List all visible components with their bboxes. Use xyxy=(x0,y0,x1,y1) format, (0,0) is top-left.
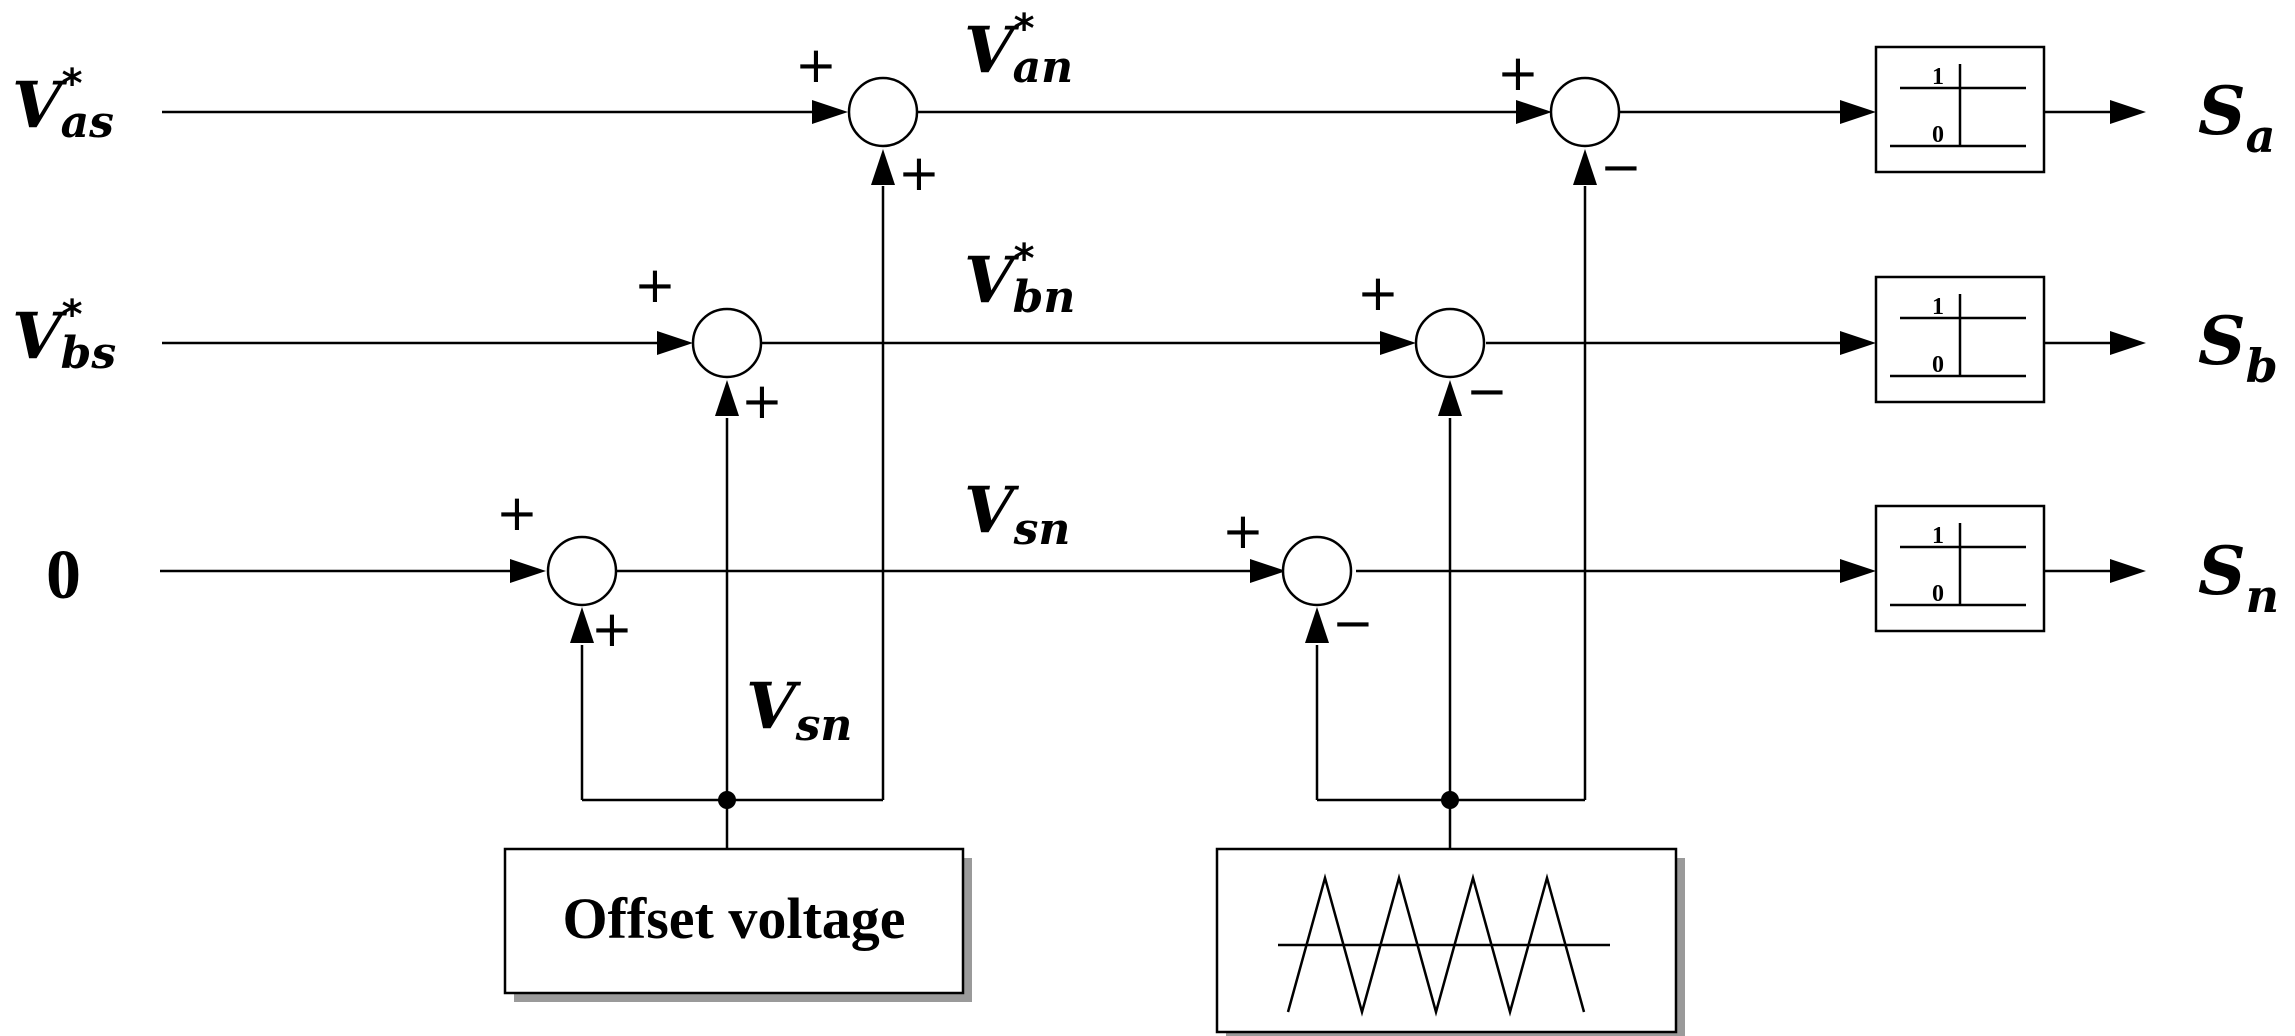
sign-plus: + xyxy=(741,372,783,430)
arrow-head xyxy=(1840,331,1876,355)
arrow-head xyxy=(1573,149,1597,185)
sign-minus: − xyxy=(1466,362,1508,420)
summing-junction-a xyxy=(847,76,919,148)
arrow-head xyxy=(812,100,848,124)
summing-junction-b xyxy=(691,307,763,379)
comparator-junction-a xyxy=(1549,76,1621,148)
sign-plus: + xyxy=(898,144,940,202)
sign-plus: + xyxy=(1222,502,1264,560)
arrow-head xyxy=(2110,559,2146,583)
junction-dot xyxy=(718,791,736,809)
arrow-head xyxy=(657,331,693,355)
relay-block-a: 1 0 xyxy=(1874,45,2046,174)
sign-plus: + xyxy=(1497,44,1539,102)
output-label-sn: Sn xyxy=(2198,532,2279,623)
carrier-block xyxy=(1215,847,1685,1036)
sign-plus: + xyxy=(795,36,837,94)
relay-block-n: 1 0 xyxy=(1874,504,2046,633)
signal-label-vsn-vertical: Vsn xyxy=(746,669,852,751)
relay-high-label: 1 xyxy=(1932,294,1944,320)
sign-plus: + xyxy=(496,484,538,542)
signal-label-vbn: V*bn xyxy=(964,236,1075,323)
arrow-head xyxy=(1380,331,1416,355)
comparator-junction-n xyxy=(1281,535,1353,607)
sign-minus: − xyxy=(1332,594,1374,652)
relay-low-label: 0 xyxy=(1932,581,1944,607)
input-label-vbs: V*bs xyxy=(12,292,116,379)
output-label-sb: Sb xyxy=(2198,302,2278,393)
sign-plus: + xyxy=(1357,264,1399,322)
arrow-head xyxy=(570,607,594,643)
comparator-junction-b xyxy=(1414,307,1486,379)
signal-label-van: V*an xyxy=(964,6,1073,93)
relay-high-label: 1 xyxy=(1932,64,1944,90)
relay-low-label: 0 xyxy=(1932,122,1944,148)
junction-dot xyxy=(1441,791,1459,809)
sign-plus: + xyxy=(591,600,633,658)
relay-low-label: 0 xyxy=(1932,352,1944,378)
relay-high-label: 1 xyxy=(1932,523,1944,549)
output-label-sa: Sa xyxy=(2198,72,2275,163)
offset-voltage-block: Offset voltage xyxy=(503,847,972,1002)
arrow-head xyxy=(1840,559,1876,583)
arrow-head xyxy=(871,149,895,185)
arrow-head xyxy=(510,559,546,583)
summing-junction-n xyxy=(546,535,618,607)
arrow-head xyxy=(2110,100,2146,124)
arrow-head xyxy=(1840,100,1876,124)
input-label-vas: V*as xyxy=(12,61,114,148)
arrow-head xyxy=(1438,380,1462,416)
signal-label-vsn: Vsn xyxy=(964,473,1070,555)
arrow-head xyxy=(715,380,739,416)
input-label-zero: 0 xyxy=(46,537,81,614)
triangle-carrier-icon xyxy=(1286,873,1586,1017)
sign-minus: − xyxy=(1600,138,1642,196)
arrow-head xyxy=(1516,100,1552,124)
sign-plus: + xyxy=(634,256,676,314)
arrow-head xyxy=(1305,607,1329,643)
arrow-head xyxy=(1250,559,1286,583)
relay-block-b: 1 0 xyxy=(1874,275,2046,404)
offset-voltage-label: Offset voltage xyxy=(562,886,905,951)
arrow-head xyxy=(2110,331,2146,355)
